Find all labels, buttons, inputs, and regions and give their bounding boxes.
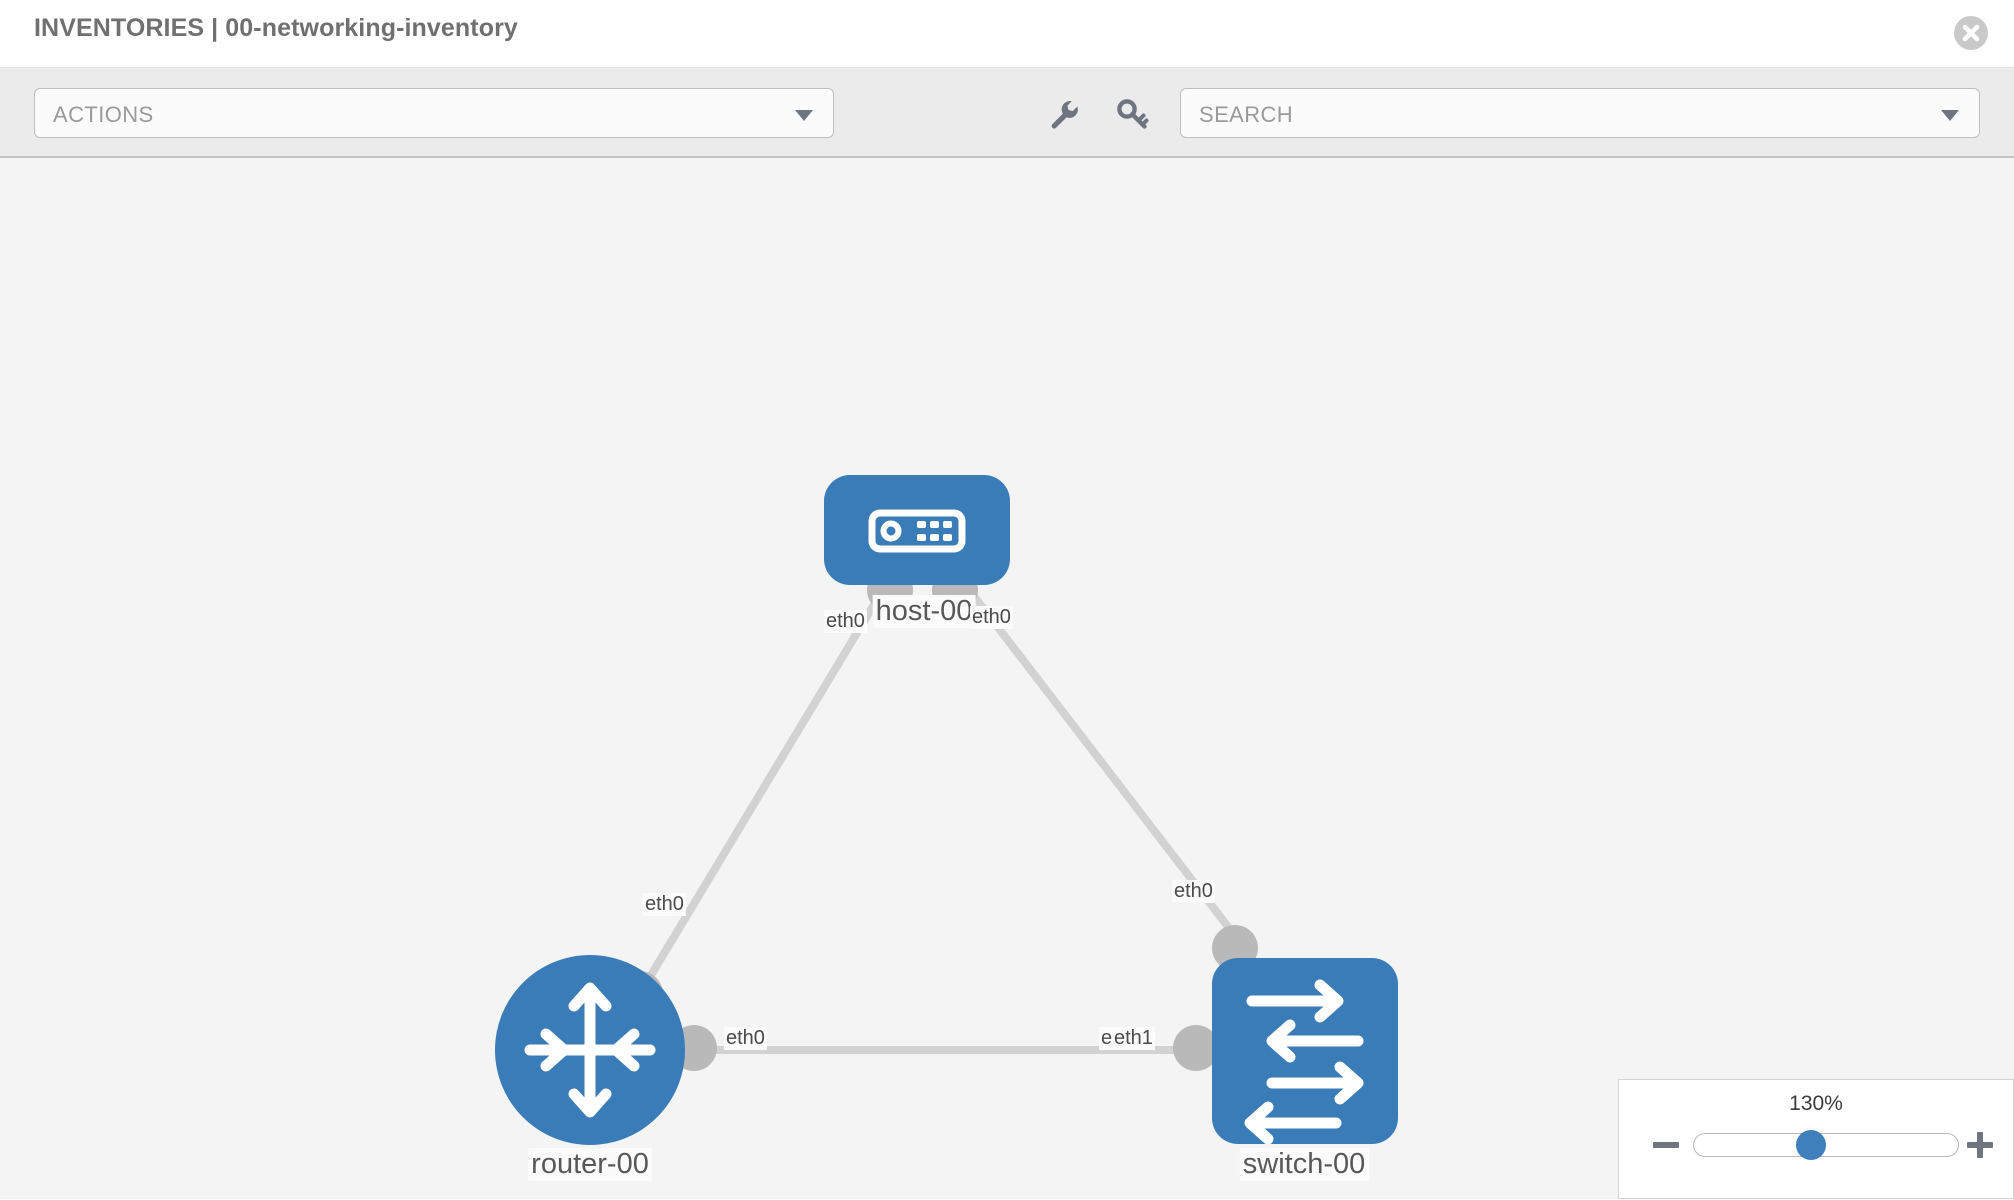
search-input-value: SEARCH	[1199, 102, 1294, 127]
node-router-00[interactable]	[495, 955, 685, 1145]
iface-label-host-left: eth0	[824, 610, 867, 633]
switch-arrows-icon	[1244, 979, 1364, 1145]
topology-graph	[495, 475, 1398, 1145]
key-glyph	[1117, 99, 1149, 129]
zoom-control-panel: 130%	[1618, 1079, 2014, 1199]
topology-endpoints	[617, 567, 1258, 1071]
zoom-slider[interactable]	[1693, 1133, 1959, 1157]
iface-label-host-right: eth0	[970, 606, 1013, 629]
iface-label-switch-left-b: eth1	[1112, 1027, 1155, 1050]
node-label-host-00: host-00	[872, 595, 976, 628]
search-input[interactable]: SEARCH	[1180, 88, 1980, 138]
server-appliance-icon	[868, 509, 966, 553]
node-label-switch-00: switch-00	[1239, 1148, 1369, 1181]
iface-label-router-right: eth0	[724, 1027, 767, 1050]
node-label-router-00: router-00	[528, 1148, 652, 1181]
close-icon[interactable]	[1954, 16, 1988, 50]
page-title: INVENTORIES | 00-networking-inventory	[34, 14, 518, 42]
actions-dropdown[interactable]: ACTIONS	[34, 88, 834, 138]
iface-label-switch-up: eth0	[1172, 880, 1215, 903]
wrench-icon[interactable]	[1046, 96, 1082, 132]
node-host-00[interactable]	[824, 475, 1010, 585]
topology-links	[626, 575, 1256, 1054]
minus-icon[interactable]	[1651, 1130, 1681, 1160]
page-header: INVENTORIES | 00-networking-inventory	[0, 0, 2014, 68]
zoom-level-value: 130%	[1789, 1092, 1843, 1115]
zoom-slider-thumb[interactable]	[1796, 1130, 1826, 1160]
chevron-down-icon	[1941, 110, 1959, 121]
chevron-down-icon	[795, 110, 813, 121]
node-switch-00[interactable]	[1212, 958, 1398, 1145]
link-host-router[interactable]	[626, 575, 894, 1013]
actions-dropdown-label: ACTIONS	[53, 102, 154, 127]
router-arrows-icon	[524, 982, 656, 1118]
key-icon[interactable]	[1114, 96, 1150, 132]
toolbar: ACTIONS SEARCH	[0, 68, 2014, 158]
close-glyph	[1962, 24, 1980, 42]
endpoint-switch-left[interactable]	[1173, 1025, 1219, 1071]
plus-icon[interactable]	[1965, 1130, 1995, 1160]
iface-label-router-up: eth0	[643, 893, 686, 916]
topology-canvas[interactable]: host-00 router-00 switch-00 eth0 eth0 et…	[0, 158, 2014, 1199]
wrench-glyph	[1051, 101, 1078, 129]
